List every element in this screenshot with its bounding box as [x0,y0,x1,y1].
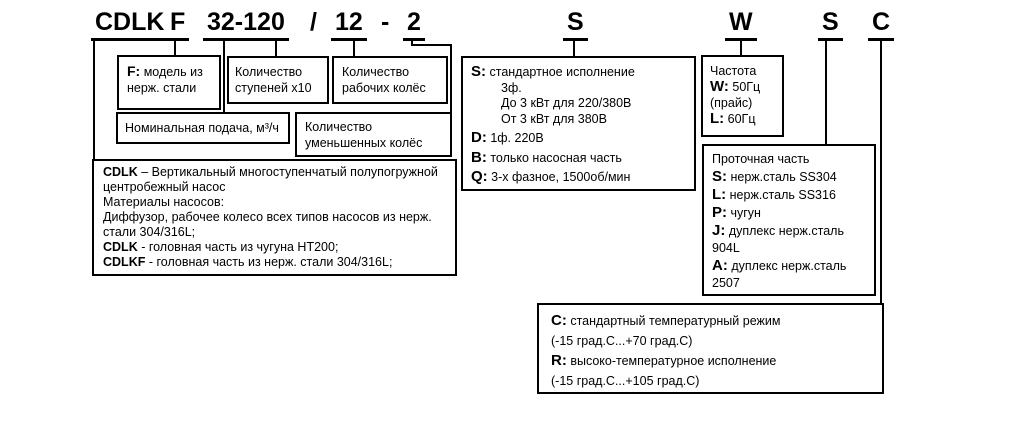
temperature-box: C: стандартный температурный режим (-15 … [537,303,884,394]
connector-flowpath-line [825,40,827,144]
reduced-impellers-box: Количество уменьшенных колёс [295,112,452,157]
code-token-impellers: 12 [331,8,367,41]
flow-path-option: J: дуплекс нерж.сталь 904L [712,222,844,255]
connector-power-line [573,40,575,56]
code-token-dash: - [381,8,390,36]
connector-impellers-line [353,40,355,56]
connector-material-line [174,40,176,55]
connector-stages-line [275,40,277,56]
power-option: D: 1ф. 220В [471,129,544,146]
code-token-series: CDLK [91,8,169,41]
material-key: F: [127,63,141,79]
frequency-note: (прайс) [710,96,753,110]
power-option: B: только насосная часть [471,148,622,166]
material-text: модель из нерж. стали [127,65,203,95]
frequency-box: Частота W: 50Гц (прайс) L: 60Гц [701,55,784,137]
connector-series-line [93,40,95,159]
frequency-option: W: 50Гц [710,78,761,95]
flow-rate-box: Номинальная подача, м³/ч [116,112,290,144]
impellers-text: Количество рабочих колёс [342,65,426,95]
series-line: Диффузор, рабочее колесо всех типов насо… [103,210,432,239]
code-token-temp: C [868,8,895,41]
stages-box: Количество ступеней x10 [227,56,329,104]
connector-reduced-line-a [411,40,413,46]
power-option-detail: От 3 кВт для 380В [501,111,607,126]
impellers-box: Количество рабочих колёс [332,56,448,104]
flow-path-option: L: нерж.сталь SS316 [712,186,836,203]
code-token-slash: / [310,8,317,36]
code-token-flowpath: S [818,8,843,41]
series-description-box: CDLK – Вертикальный многоступенчатый пол… [92,159,457,276]
connector-reduced-line-b [411,44,452,46]
power-options-box: S: стандартное исполнение 3ф. До 3 кВт д… [461,56,696,191]
stages-text: Количество ступеней x10 [235,65,312,95]
code-token-reduced: 2 [403,8,425,41]
frequency-title: Частота [710,64,757,78]
flow-path-option: S: нерж.сталь SS304 [712,168,837,185]
temperature-range: (-15 град.С...+70 град.С) [551,334,693,348]
code-token-frequency: W [725,8,757,41]
series-line: CDLKF - головная часть из нерж. стали 30… [103,255,393,269]
flow-path-title: Проточная часть [712,152,810,166]
code-token-flow-head: 32-120 [203,8,289,41]
material-box: F: модель из нерж. стали [117,55,221,110]
series-line: CDLK – Вертикальный многоступенчатый пол… [103,165,438,194]
series-line: Материалы насосов: [103,195,225,209]
temperature-range: (-15 град.С...+105 град.С) [551,374,700,388]
power-option-detail: До 3 кВт для 220/380В [501,96,632,110]
connector-reduced-line-c [450,44,452,112]
code-token-power: S [563,8,588,41]
power-option-detail: 3ф. [501,80,522,95]
frequency-option: L: 60Гц [710,110,756,127]
connector-flowrate-line [223,40,225,112]
temperature-option: C: стандартный температурный режим [551,312,781,329]
series-line: CDLK - головная часть из чугуна HT200; [103,240,339,254]
temperature-option: R: высоко-температурное исполнение [551,352,777,369]
flow-path-box: Проточная часть S: нерж.сталь SS304 L: н… [702,144,876,296]
connector-temp-line [880,40,882,303]
code-token-material: F [166,8,190,41]
power-option: Q: 3-х фазное, 1500об/мин [471,168,631,185]
connector-frequency-line [740,40,742,55]
flow-path-option: A: дуплекс нерж.сталь 2507 [712,257,847,290]
flow-path-option: P: чугун [712,204,761,221]
reduced-impellers-text: Количество уменьшенных колёс [305,120,423,150]
flow-rate-text: Номинальная подача, м³/ч [125,121,279,135]
power-option: S: стандартное исполнение [471,63,635,80]
